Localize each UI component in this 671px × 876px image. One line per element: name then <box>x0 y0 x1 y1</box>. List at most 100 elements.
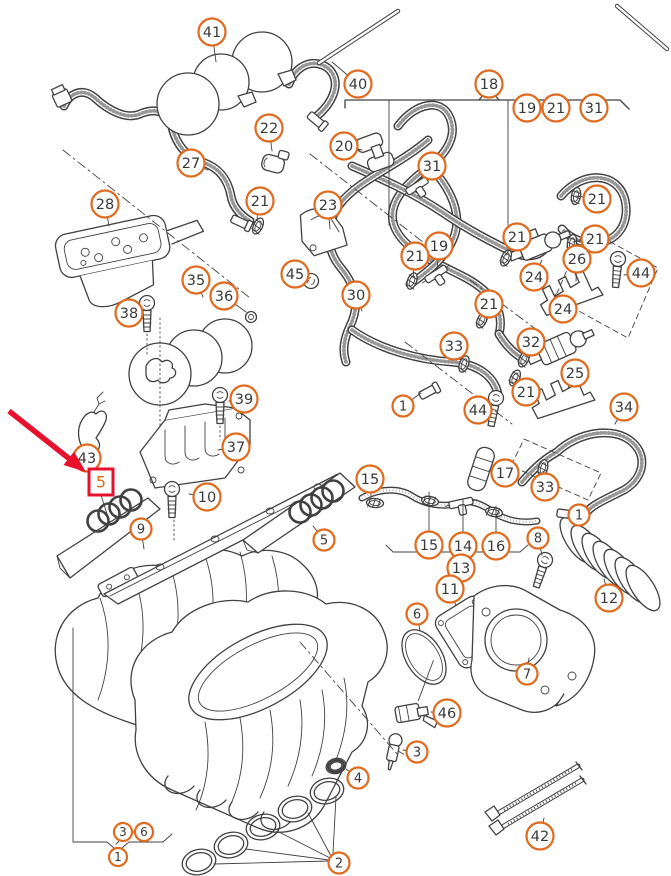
callout-24-26[interactable]: 24 <box>548 294 578 324</box>
callout-23-13[interactable]: 23 <box>313 190 343 220</box>
svg-text:42: 42 <box>531 829 549 845</box>
callout-21-10[interactable]: 21 <box>582 184 612 214</box>
bellows-12 <box>559 516 661 612</box>
callout-21-17[interactable]: 21 <box>400 241 430 271</box>
callout-6-52[interactable]: 6 <box>405 602 429 626</box>
callout-28-12[interactable]: 28 <box>90 189 120 219</box>
callout-33-29[interactable]: 33 <box>439 331 469 361</box>
svg-text:1: 1 <box>399 400 407 415</box>
callout-21-14[interactable]: 21 <box>502 222 532 252</box>
callout-15-39[interactable]: 15 <box>355 464 385 494</box>
callout-10-41[interactable]: 10 <box>192 482 222 512</box>
svg-text:2: 2 <box>335 857 343 872</box>
callout-21-4[interactable]: 21 <box>541 93 571 123</box>
svg-text:13: 13 <box>452 561 470 577</box>
callout-39-32[interactable]: 39 <box>229 384 259 414</box>
callout-5-44[interactable]: 5 <box>312 528 336 552</box>
callout-31-9[interactable]: 31 <box>417 151 447 181</box>
svg-text:5: 5 <box>320 534 328 549</box>
svg-text:21: 21 <box>588 192 606 208</box>
callout-18-2[interactable]: 18 <box>474 69 504 99</box>
callout-3-59[interactable]: 3 <box>112 821 134 843</box>
callout-21-15[interactable]: 21 <box>580 224 610 254</box>
callout-33-40[interactable]: 33 <box>530 472 560 502</box>
callout-7-53[interactable]: 7 <box>515 662 539 686</box>
svg-text:33: 33 <box>445 339 463 355</box>
svg-text:5: 5 <box>96 473 106 492</box>
highlighted-callout-5[interactable]: 5 <box>87 467 115 497</box>
callout-1-33[interactable]: 1 <box>391 394 415 418</box>
callout-31-5[interactable]: 31 <box>579 93 609 123</box>
svg-text:27: 27 <box>182 156 200 172</box>
callout-36-23[interactable]: 36 <box>209 281 239 311</box>
callout-44-35[interactable]: 44 <box>463 395 493 425</box>
svg-text:9: 9 <box>137 523 145 538</box>
svg-text:18: 18 <box>480 77 498 93</box>
svg-text:7: 7 <box>523 668 531 683</box>
o-rings-2 <box>181 777 345 876</box>
callout-11-50[interactable]: 11 <box>435 574 465 604</box>
callout-19-3[interactable]: 19 <box>512 93 542 123</box>
svg-text:6: 6 <box>413 608 421 623</box>
svg-text:25: 25 <box>566 366 584 382</box>
svg-text:17: 17 <box>496 466 514 482</box>
callout-40-1[interactable]: 40 <box>343 69 373 99</box>
callout-41-0[interactable]: 41 <box>197 17 227 47</box>
callout-27-8[interactable]: 27 <box>176 148 206 178</box>
callout-38-27[interactable]: 38 <box>114 298 144 328</box>
callout-1-42[interactable]: 1 <box>567 503 591 527</box>
callout-19-16[interactable]: 19 <box>424 231 454 261</box>
callout-24-21[interactable]: 24 <box>519 262 549 292</box>
svg-text:3: 3 <box>413 746 421 761</box>
svg-text:22: 22 <box>260 121 278 137</box>
svg-text:31: 31 <box>585 101 603 117</box>
callout-20-7[interactable]: 20 <box>329 131 359 161</box>
callout-30-24[interactable]: 30 <box>341 280 371 310</box>
callout-3-55[interactable]: 3 <box>405 740 429 764</box>
callout-25-30[interactable]: 25 <box>560 358 590 388</box>
callout-8-45[interactable]: 8 <box>526 526 550 550</box>
callout-44-19[interactable]: 44 <box>626 258 656 288</box>
callout-17-38[interactable]: 17 <box>490 458 520 488</box>
callout-42-57[interactable]: 42 <box>525 821 555 851</box>
svg-text:21: 21 <box>586 232 604 248</box>
callout-37-36[interactable]: 37 <box>221 432 251 462</box>
callout-9-43[interactable]: 9 <box>129 517 153 541</box>
callout-2-58[interactable]: 2 <box>327 851 351 875</box>
intake-manifold-art <box>54 548 388 833</box>
callout-12-51[interactable]: 12 <box>594 583 624 613</box>
svg-text:10: 10 <box>198 490 216 506</box>
callout-16-48[interactable]: 16 <box>481 531 511 561</box>
callout-22-6[interactable]: 22 <box>254 113 284 143</box>
callout-15-46[interactable]: 15 <box>414 530 444 560</box>
small-parts-art <box>50 31 661 876</box>
callout-4-56[interactable]: 4 <box>346 766 370 790</box>
svg-text:39: 39 <box>235 392 253 408</box>
svg-text:3: 3 <box>119 825 127 839</box>
svg-text:24: 24 <box>554 302 572 318</box>
callout-46-54[interactable]: 46 <box>432 698 462 728</box>
svg-text:24: 24 <box>525 270 543 286</box>
callout-32-28[interactable]: 32 <box>516 327 546 357</box>
svg-text:11: 11 <box>441 582 459 598</box>
svg-text:40: 40 <box>349 77 367 93</box>
svg-text:35: 35 <box>187 273 205 289</box>
highlight-arrow-head <box>63 451 86 472</box>
svg-text:23: 23 <box>319 198 337 214</box>
engine-cover-left-art <box>56 488 161 579</box>
callout-34-34[interactable]: 34 <box>609 392 639 422</box>
callout-21-11[interactable]: 21 <box>245 186 275 216</box>
svg-text:8: 8 <box>534 532 542 547</box>
svg-text:46: 46 <box>438 706 456 722</box>
callout-21-25[interactable]: 21 <box>474 289 504 319</box>
svg-text:32: 32 <box>522 335 540 351</box>
callout-45-20[interactable]: 45 <box>280 259 310 289</box>
callout-26-18[interactable]: 26 <box>562 244 592 274</box>
callout-35-22[interactable]: 35 <box>181 265 211 295</box>
callout-21-31[interactable]: 21 <box>511 377 541 407</box>
callout-1-61[interactable]: 1 <box>107 846 129 868</box>
throttle-body-7 <box>470 585 596 713</box>
svg-text:21: 21 <box>547 101 565 117</box>
cable-tie-43 <box>77 391 108 455</box>
callout-6-60[interactable]: 6 <box>133 821 155 843</box>
